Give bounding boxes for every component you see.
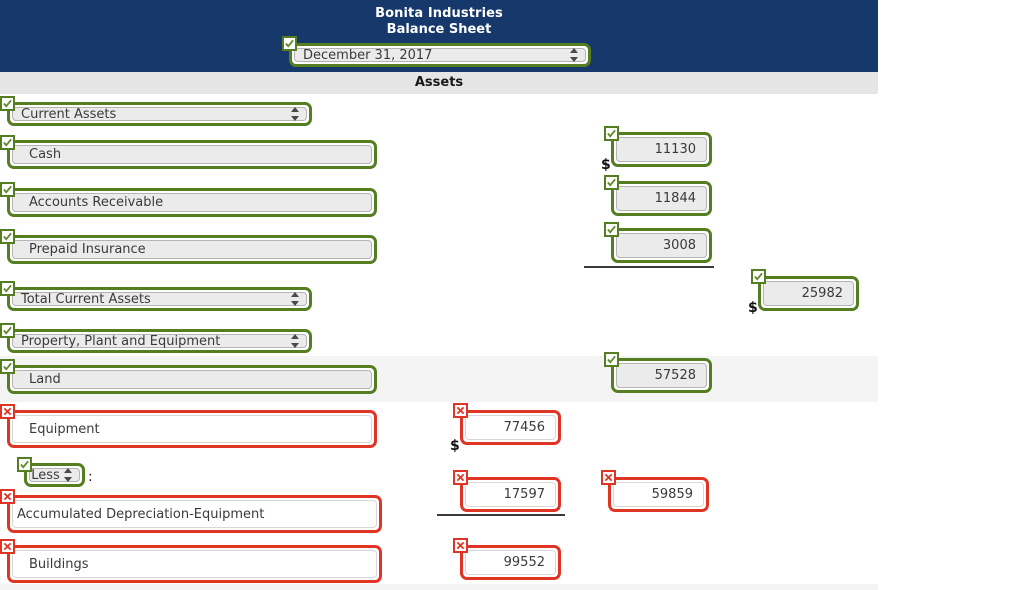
status-badge-land-amount bbox=[604, 352, 619, 367]
status-badge-total-current-assets-amount bbox=[751, 269, 766, 284]
row-select-less[interactable]: Less bbox=[24, 463, 85, 487]
row-input-prepaid-insurance[interactable]: Prepaid Insurance bbox=[7, 235, 377, 264]
row-input-equipment[interactable]: Equipment bbox=[7, 410, 377, 448]
status-badge-accounts-receivable-label bbox=[0, 182, 15, 197]
row-input-accumulated-depreciation[interactable]: Accumulated Depreciation-Equipment bbox=[7, 495, 382, 533]
row-input-land[interactable]: Land bbox=[7, 365, 377, 394]
status-badge-equipment-amount bbox=[453, 403, 468, 418]
less-colon: : bbox=[88, 469, 93, 485]
company-name: Bonita Industries bbox=[375, 6, 503, 21]
row-label-buildings: Buildings bbox=[29, 556, 89, 572]
amount-value-buildings: 99552 bbox=[503, 555, 545, 570]
row-select-current-assets[interactable]: Current Assets bbox=[7, 102, 312, 126]
status-badge-net-equipment bbox=[601, 470, 616, 485]
row-select-total-current-assets[interactable]: Total Current Assets bbox=[7, 287, 312, 311]
row-label-current-assets: Current Assets bbox=[21, 106, 117, 122]
amount-input-equipment[interactable]: 77456 bbox=[460, 410, 561, 445]
updown-stepper-icon[interactable] bbox=[63, 468, 72, 482]
status-badge-prepaid-insurance-amount bbox=[604, 222, 619, 237]
row-select-ppe[interactable]: Property, Plant and Equipment bbox=[7, 329, 312, 353]
amount-value-accumulated-depreciation: 17597 bbox=[503, 487, 545, 502]
status-badge-accounts-receivable-amount bbox=[604, 175, 619, 190]
row-label-land: Land bbox=[29, 372, 61, 387]
amount-value-land: 57528 bbox=[654, 368, 696, 383]
date-select[interactable]: December 31, 2017 bbox=[289, 43, 591, 67]
row-input-cash[interactable]: Cash bbox=[7, 140, 377, 169]
amount-input-prepaid-insurance[interactable]: 3008 bbox=[611, 228, 712, 263]
status-badge-prepaid-insurance-label bbox=[0, 229, 15, 244]
subtotal-rule-current-assets bbox=[584, 266, 714, 268]
status-badge-equipment-label bbox=[0, 404, 15, 419]
status-badge-ppe bbox=[0, 323, 15, 338]
status-badge-date bbox=[282, 36, 297, 51]
row-input-accounts-receivable[interactable]: Accounts Receivable bbox=[7, 188, 377, 217]
row-label-prepaid-insurance: Prepaid Insurance bbox=[29, 242, 146, 257]
amount-value-equipment: 77456 bbox=[503, 420, 545, 435]
bottom-row-stripe bbox=[0, 584, 878, 590]
updown-stepper-icon[interactable] bbox=[290, 107, 299, 121]
row-label-accounts-receivable: Accounts Receivable bbox=[29, 195, 164, 210]
amount-input-buildings[interactable]: 99552 bbox=[460, 545, 561, 580]
amount-input-accumulated-depreciation[interactable]: 17597 bbox=[460, 477, 561, 512]
total-value-current-assets: 25982 bbox=[801, 286, 843, 301]
row-label-accumulated-depreciation: Accumulated Depreciation-Equipment bbox=[17, 506, 265, 522]
total-value-net-equipment: 59859 bbox=[651, 487, 693, 502]
dollar-sign-equipment: $ bbox=[450, 438, 460, 454]
row-label-cash: Cash bbox=[29, 147, 62, 162]
updown-stepper-icon[interactable] bbox=[569, 48, 578, 62]
dollar-sign-cash: $ bbox=[601, 157, 611, 173]
status-badge-buildings-label bbox=[0, 539, 15, 554]
statement-title: Balance Sheet bbox=[386, 22, 492, 37]
status-badge-buildings-amount bbox=[453, 538, 468, 553]
status-badge-current-assets bbox=[0, 96, 15, 111]
row-label-less: Less bbox=[31, 467, 60, 483]
row-label-total-current-assets: Total Current Assets bbox=[21, 291, 151, 307]
updown-stepper-icon[interactable] bbox=[290, 334, 299, 348]
amount-input-land[interactable]: 57528 bbox=[611, 358, 712, 393]
status-badge-land-label bbox=[0, 359, 15, 374]
assets-section-header: Assets bbox=[0, 72, 878, 94]
status-badge-total-current-assets bbox=[0, 281, 15, 296]
status-badge-accumulated-depreciation-label bbox=[0, 489, 15, 504]
status-badge-less bbox=[17, 457, 32, 472]
total-input-current-assets[interactable]: 25982 bbox=[758, 276, 859, 311]
date-select-value: December 31, 2017 bbox=[303, 47, 433, 63]
subtotal-rule-equipment bbox=[437, 514, 565, 516]
dollar-sign-total-current-assets: $ bbox=[748, 300, 758, 316]
updown-stepper-icon[interactable] bbox=[290, 292, 299, 306]
total-input-net-equipment[interactable]: 59859 bbox=[608, 477, 709, 512]
amount-input-accounts-receivable[interactable]: 11844 bbox=[611, 181, 712, 216]
amount-input-cash[interactable]: 11130 bbox=[611, 132, 712, 167]
status-badge-cash-amount bbox=[604, 126, 619, 141]
amount-value-cash: 11130 bbox=[654, 142, 696, 157]
status-badge-cash-label bbox=[0, 135, 15, 150]
amount-value-prepaid-insurance: 3008 bbox=[662, 238, 696, 253]
amount-value-accounts-receivable: 11844 bbox=[654, 191, 696, 206]
status-badge-accumulated-depreciation-amount bbox=[453, 470, 468, 485]
row-input-buildings[interactable]: Buildings bbox=[7, 545, 382, 583]
row-label-equipment: Equipment bbox=[29, 421, 100, 437]
row-label-ppe: Property, Plant and Equipment bbox=[21, 333, 221, 349]
